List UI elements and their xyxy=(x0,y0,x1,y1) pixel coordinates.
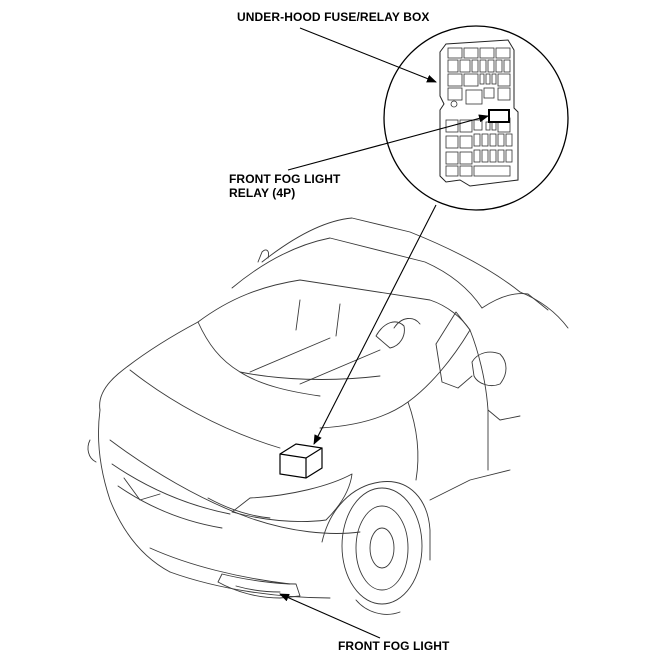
fog-light-label: FRONT FOG LIGHT xyxy=(338,639,450,653)
fog-light-relay-highlight xyxy=(488,109,510,123)
fog-light-relay-label: FRONT FOG LIGHT RELAY (4P) xyxy=(229,172,341,200)
fuse-box-label: UNDER-HOOD FUSE/RELAY BOX xyxy=(237,10,430,24)
fuse-box-detail xyxy=(439,39,519,187)
underhood-box-on-car xyxy=(279,443,323,479)
leader-lines xyxy=(279,27,489,639)
car-outline xyxy=(87,217,569,615)
fog-light-relay-label-line1: FRONT FOG LIGHT xyxy=(229,172,341,186)
detail-callout-circle xyxy=(383,25,569,211)
fog-light-relay-label-line2: RELAY (4P) xyxy=(229,186,296,200)
